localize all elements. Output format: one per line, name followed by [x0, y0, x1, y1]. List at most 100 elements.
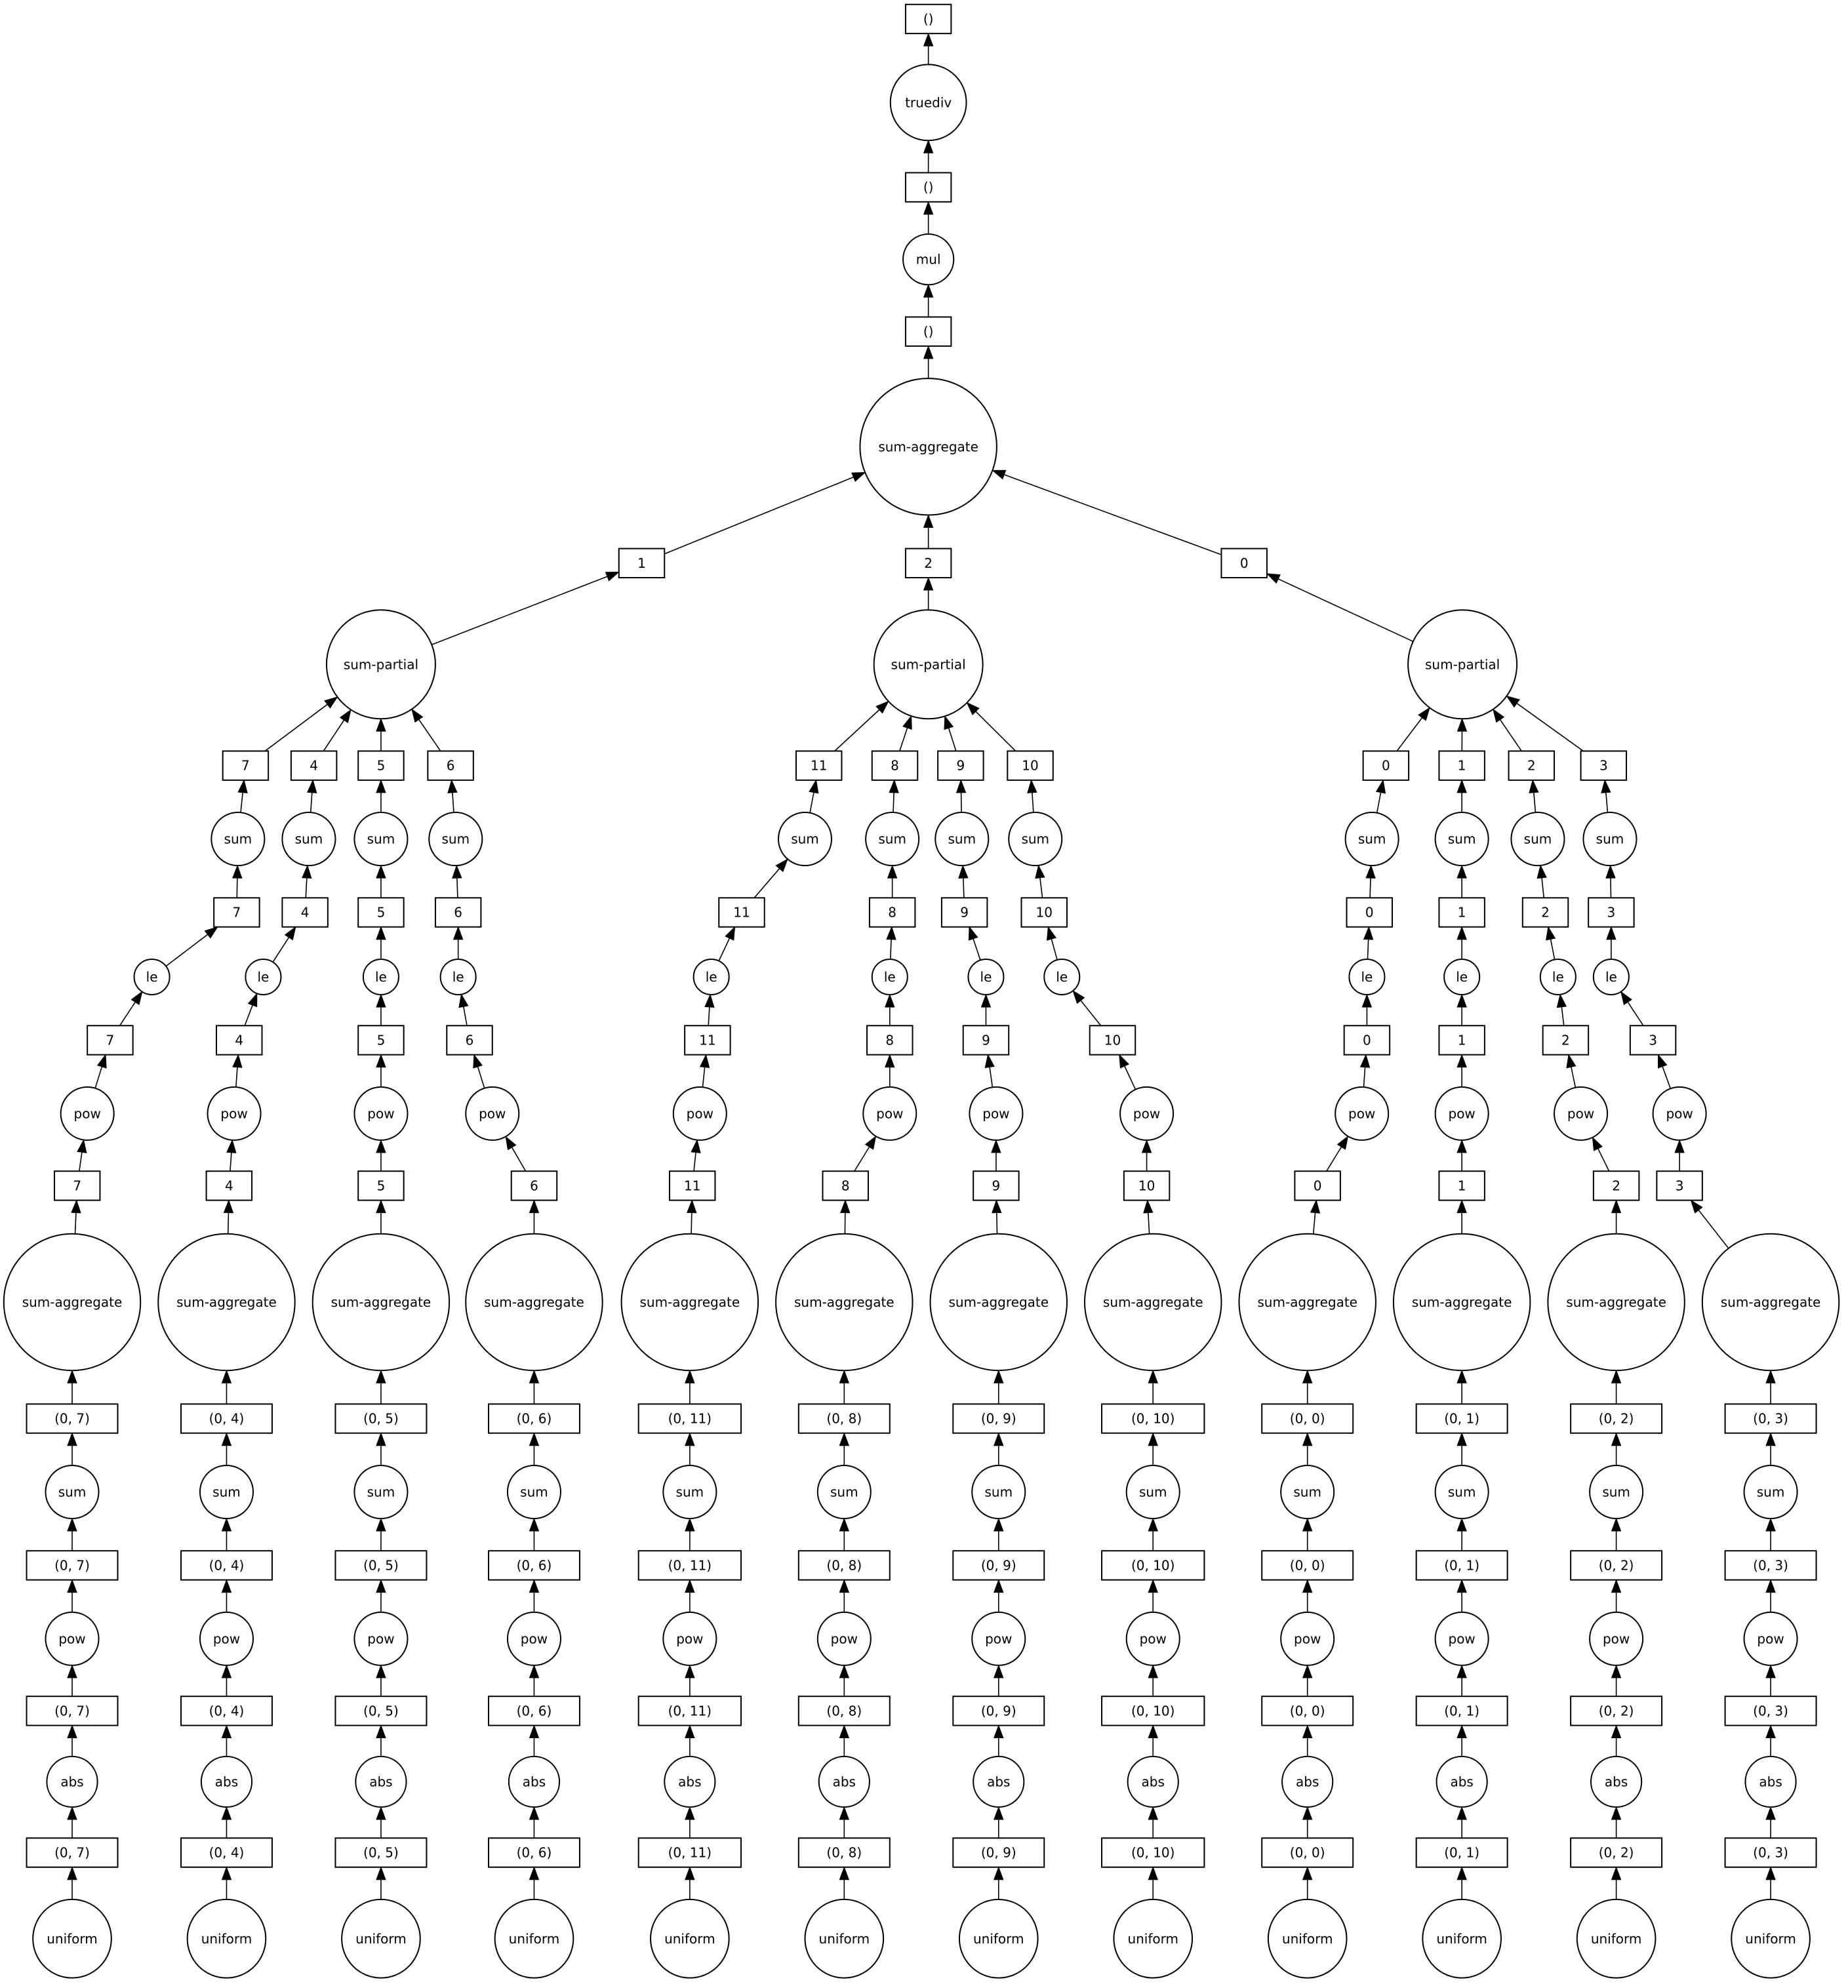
key-node-0-6: (0, 6) [487, 1550, 580, 1581]
key-node-1: 1 [1438, 897, 1485, 928]
node-label: 9 [992, 1178, 1001, 1193]
node-label: (0, 6) [517, 1411, 552, 1427]
op-circle [873, 609, 984, 720]
arrowhead [529, 1724, 540, 1739]
node-label: 5 [377, 1178, 386, 1193]
edge-c2_b2-to-c2_sum [1541, 877, 1545, 898]
arrowhead [1611, 1369, 1622, 1383]
key-node-0-4: (0, 4) [180, 1403, 273, 1434]
node-label: () [923, 180, 934, 195]
node-label: (0, 3) [1753, 1411, 1788, 1427]
arrowhead [1611, 1806, 1622, 1820]
op-circle [859, 378, 997, 516]
node-label: abs [1296, 1774, 1319, 1789]
arrowhead [1765, 1517, 1776, 1532]
arrowhead [1336, 1135, 1349, 1150]
key-node-9: 9 [937, 750, 984, 781]
key-node-3: 3 [1580, 750, 1628, 781]
key-node-0-11: (0, 11) [637, 1403, 742, 1434]
node-label: 6 [466, 1032, 474, 1048]
key-node-empty: () [904, 3, 952, 35]
op-circle [662, 1464, 717, 1519]
node-label: abs [987, 1774, 1010, 1789]
key-box [1570, 1550, 1663, 1581]
key-node-0-3: (0, 3) [1724, 1403, 1817, 1434]
arrowhead [1765, 1369, 1776, 1383]
node-label: (0, 7) [54, 1845, 90, 1861]
key-node-6: 6 [434, 897, 482, 928]
arrowhead [1456, 1806, 1467, 1820]
key-box [1261, 1837, 1354, 1868]
op-node-uniform: uniform [1576, 1898, 1657, 1979]
op-circle [672, 1086, 727, 1141]
arrowhead [1148, 1432, 1158, 1446]
node-label: 8 [841, 1178, 850, 1193]
key-box [822, 1170, 869, 1201]
node-label: 3 [1649, 1032, 1657, 1048]
arrowhead [1047, 926, 1056, 941]
arrowhead [1456, 1517, 1467, 1532]
op-circle [865, 812, 920, 867]
node-label: (0, 9) [981, 1411, 1016, 1427]
key-node-0-1: (0, 1) [1415, 1550, 1508, 1581]
arrowhead [221, 1432, 232, 1446]
node-label: 8 [888, 905, 896, 921]
key-box [797, 1550, 891, 1581]
key-box [205, 1170, 253, 1201]
key-node-0-2: (0, 2) [1570, 1550, 1663, 1581]
op-circle [341, 1898, 421, 1979]
node-label: sum-aggregate [331, 1294, 432, 1310]
node-label: (0, 4) [209, 1411, 245, 1427]
op-node-le: le [693, 958, 730, 995]
arrowhead [376, 864, 386, 879]
node-label: uniform [201, 1931, 252, 1947]
node-label: sum [984, 1484, 1013, 1500]
key-box [1089, 1025, 1136, 1056]
key-node-0-9: (0, 9) [952, 1696, 1045, 1726]
key-box [797, 1837, 891, 1868]
node-label: (0, 6) [517, 1557, 552, 1573]
node-label: 9 [957, 758, 965, 774]
node-label: 1 [1458, 758, 1466, 774]
arrowhead [840, 1199, 851, 1214]
arrowhead [529, 1866, 540, 1880]
node-label: 0 [1363, 1032, 1371, 1048]
op-circle [1127, 1755, 1179, 1808]
op-circle [1008, 812, 1063, 867]
key-node-2: 2 [904, 547, 952, 579]
key-node-10: 10 [1020, 897, 1068, 928]
arrowhead [1566, 1054, 1577, 1069]
arrowhead [923, 201, 934, 215]
op-circle [60, 1086, 115, 1141]
arrowhead [1620, 991, 1632, 1006]
arrowhead [376, 993, 386, 1008]
key-box [637, 1403, 742, 1434]
key-box [87, 1025, 134, 1056]
edge-c11_b3-to-c11_le [708, 1006, 710, 1026]
node-label: (0, 11) [668, 1411, 712, 1427]
node-label: le [452, 969, 464, 985]
op-node-sum: sum [816, 1464, 872, 1519]
arrowhead [685, 1579, 695, 1593]
key-node-6: 6 [446, 1025, 493, 1056]
key-node-11: 11 [684, 1025, 731, 1056]
op-node-truediv: truediv [889, 64, 967, 142]
node-label: 10 [1036, 905, 1053, 921]
arrowhead [1418, 707, 1430, 721]
op-node-sum: sum [662, 1464, 717, 1519]
op-circle [1554, 1086, 1609, 1141]
node-label: sum [1448, 1484, 1476, 1500]
arrowhead [339, 709, 352, 723]
op-circle [157, 1233, 296, 1372]
arrowhead [699, 1054, 710, 1068]
op-circle [1084, 1233, 1222, 1372]
op-circle [199, 1611, 254, 1666]
key-node-7: 7 [213, 897, 260, 928]
key-box [952, 1550, 1045, 1581]
node-label: pow [367, 1631, 394, 1646]
arrowhead [67, 1517, 77, 1532]
arrowhead [923, 345, 934, 359]
key-node-0-10: (0, 10) [1101, 1696, 1205, 1726]
edge-c4_agg-to-c4_b4 [227, 1212, 230, 1234]
arrowhead [1456, 1724, 1467, 1739]
